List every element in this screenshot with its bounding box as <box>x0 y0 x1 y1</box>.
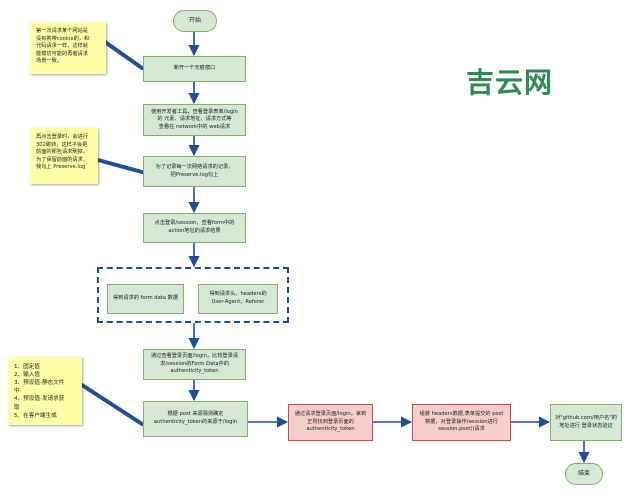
step-3-text: 为了记录每一次网络请求的记录， 把Preserve.log勾上 <box>155 163 234 178</box>
step-8-text: 根据 post 来源猜测确定 authenticity_token的来源于/lo… <box>153 411 238 425</box>
step-1-text: 新开一个无痕窗口 <box>173 65 216 72</box>
step-headers: 得到请求头、headers的 User-Agent、Referer <box>198 284 278 314</box>
watermark-text: 吉云网 <box>466 66 554 99</box>
note2-connector <box>96 158 144 174</box>
note-1-text: 第一次请求某个网站是 没有携带cookie的，和 代码请求一样，这样就 能模仿可… <box>36 28 90 65</box>
note-2-text: 再点击登录时，会进行 302跳转，这样子会把 前面的那包请求刷掉， 为了保留前面… <box>36 134 88 171</box>
note3-connector <box>80 383 144 426</box>
step-devtools: 使用开发者工具，查看登录表单/login 的 元素、请求地址、请求方式等 查看在… <box>143 104 246 136</box>
step-preserve-log: 为了记录每一次网络请求的记录， 把Preserve.log勾上 <box>143 156 246 187</box>
step-fetch-login-token: 通过请求登录页面/login，拿到 正则找到登录页面的 authenticity… <box>288 404 373 441</box>
end-node: 结束 <box>565 463 603 485</box>
step-post-session: 组装 headers数据,表单提交的 post 数据，对登录操作/session… <box>412 404 511 441</box>
step-2-text: 使用开发者工具，查看登录表单/login 的 元素、请求地址、请求方式等 查看在… <box>150 108 238 130</box>
step-form-data: 得到请求的 form data 数据 <box>107 284 184 314</box>
step-verify-login: 对"github.com/用户名"的 地址进行 登录状态验证 <box>550 404 622 441</box>
start-label: 开始 <box>188 16 201 24</box>
step-10-text: 组装 headers数据,表单提交的 post 数据，对登录操作/session… <box>419 411 504 433</box>
step-9-text: 通过请求登录页面/login，拿到 正则找到登录页面的 authenticity… <box>294 411 367 433</box>
end-label: 结束 <box>577 469 590 477</box>
step-4-text: 点击登录/session，查看form中的 action地址的请求结果 <box>154 220 235 234</box>
start-node: 开始 <box>173 10 217 32</box>
step-token-source: 根据 post 来源猜测确定 authenticity_token的来源于/lo… <box>143 401 248 437</box>
step-compare-token: 通过查看登录页面/login，比较登录请 求/session的Form Data… <box>143 349 246 380</box>
note-no-cookie: 第一次请求某个网站是 没有携带cookie的，和 代码请求一样，这样就 能模仿可… <box>30 22 106 74</box>
step-11-text: 对"github.com/用户名"的 地址进行 登录状态验证 <box>555 414 617 429</box>
watermark-logo: 吉云网 <box>466 61 553 101</box>
step-click-login: 点击登录/session，查看form中的 action地址的请求结果 <box>143 213 246 243</box>
step-open-incognito: 新开一个无痕窗口 <box>143 56 246 82</box>
note-token-sources: 1、固定值 2、输入值 3、预设值-静态文件 中 4、预设值-发请求获 取 5、… <box>8 357 82 425</box>
note-3-text: 1、固定值 2、输入值 3、预设值-静态文件 中 4、预设值-发请求获 取 5、… <box>14 364 65 419</box>
note-preserve-log: 再点击登录时，会进行 302跳转，这样子会把 前面的那包请求刷掉， 为了保留前面… <box>30 128 98 184</box>
step-5-text: 得到请求的 form data 数据 <box>112 295 179 302</box>
step-6-text: 得到请求头、headers的 User-Agent、Referer <box>209 291 267 305</box>
step-7-text: 通过查看登录页面/login，比较登录请 求/session的Form Data… <box>150 353 238 375</box>
note1-connector <box>103 40 144 70</box>
